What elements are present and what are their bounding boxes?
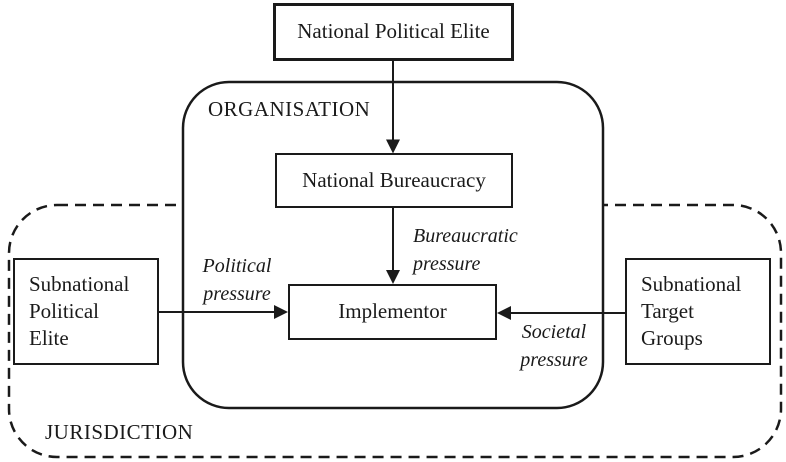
bureaucratic-pressure-label: Bureaucratic pressure <box>413 225 518 275</box>
political-pressure-label: Political pressure <box>202 255 272 305</box>
arrow-elite-to-bureaucracy-head <box>386 139 400 154</box>
jurisdiction-region-label: JURISDICTION <box>45 420 194 444</box>
arrow-bureaucracy-to-implementor-head <box>386 270 400 284</box>
box-implementor: Implementor <box>288 284 497 340</box>
arrow-elite-to-implementor-head <box>274 305 288 319</box>
organisation-region-label: ORGANISATION <box>208 97 371 121</box>
arrow-target-groups-to-implementor-head <box>497 306 511 320</box>
box-subnational-political-elite: Subnational Political Elite <box>13 258 159 365</box>
jurisdiction-boundary <box>7 203 783 459</box>
box-subnational-target-groups: Subnational Target Groups <box>625 258 771 365</box>
societal-pressure-label: Societal pressure <box>520 321 588 371</box>
box-national-bureaucracy: National Bureaucracy <box>275 153 513 208</box>
box-national-political-elite: National Political Elite <box>273 3 514 61</box>
